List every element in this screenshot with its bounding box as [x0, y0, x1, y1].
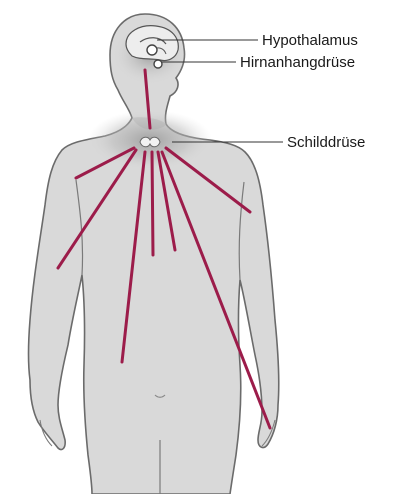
label-thyroid: Schilddrüse — [287, 134, 365, 151]
label-hypothalamus: Hypothalamus — [262, 32, 358, 49]
ray-center — [152, 152, 153, 255]
pituitary-gland — [154, 60, 162, 68]
label-pituitary: Hirnanhangdrüse — [240, 54, 355, 71]
hypothalamus-gland — [147, 45, 157, 55]
